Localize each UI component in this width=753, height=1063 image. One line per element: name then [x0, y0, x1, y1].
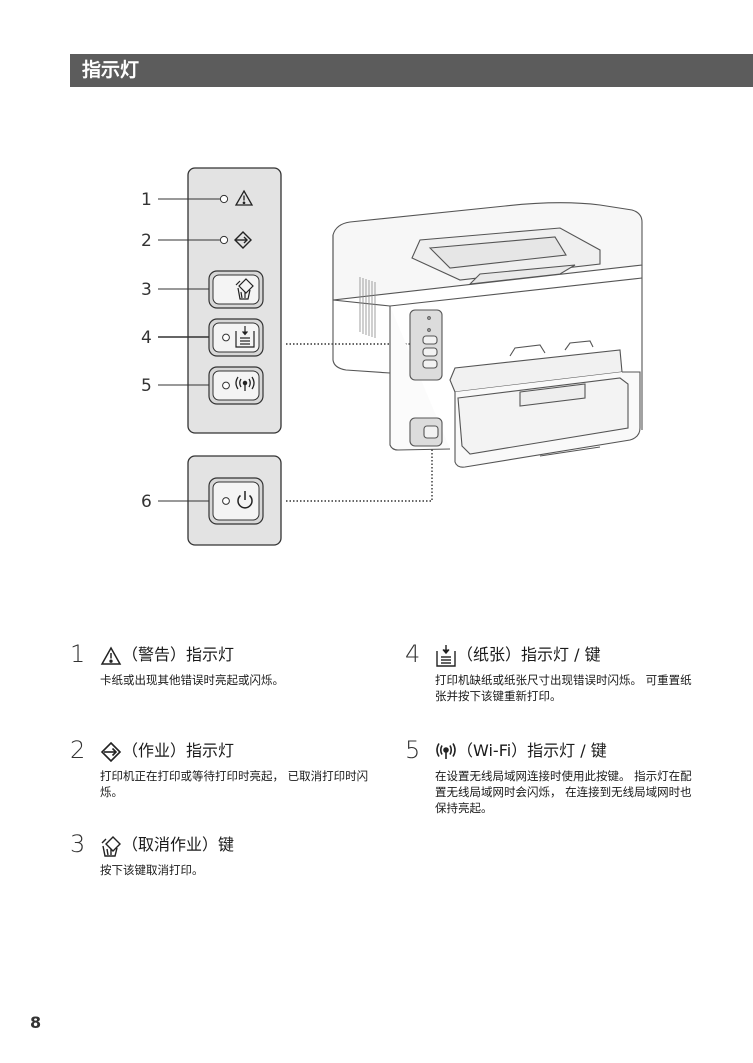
paper-led: [222, 333, 230, 342]
item-1: 1 （警告）指示灯 卡纸或出现其他错误时亮起或闪烁。: [70, 640, 370, 687]
warning-icon: [234, 189, 254, 206]
wifi-led: [222, 381, 230, 390]
paper-icon: [436, 645, 456, 667]
callout-3: 3: [141, 280, 152, 300]
callout-1: 1: [141, 190, 152, 210]
wifi-icon: [436, 743, 456, 759]
item-number: 2: [70, 736, 86, 764]
printer-illustration: [332, 202, 643, 468]
cancel-job-icon: [235, 278, 254, 300]
job-icon: [100, 741, 122, 763]
callout-6: 6: [141, 492, 152, 512]
job-led: [219, 235, 229, 245]
item-title: （作业）指示灯: [122, 741, 235, 760]
section-title: 指示灯: [82, 59, 140, 81]
item-description: 打印机正在打印或等待打印时亮起， 已取消打印时闪烁。: [100, 769, 369, 799]
item-description: 在设置无线局域网连接时使用此按键。 指示灯在配置无线局域网时会闪烁， 在连接到无…: [435, 769, 692, 815]
item-description: 卡纸或出现其他错误时亮起或闪烁。: [100, 673, 284, 687]
item-3: 3 （取消作业）键 按下该键取消打印。: [70, 830, 370, 877]
item-number: 5: [405, 736, 421, 764]
power-led: [222, 497, 230, 505]
job-icon: [234, 231, 252, 249]
wifi-icon: [235, 376, 255, 391]
paper-icon: [235, 326, 255, 348]
item-description: 按下该键取消打印。: [100, 863, 204, 877]
item-4: 4 （纸张）指示灯 / 键 打印机缺纸或纸张尺寸出现错误时闪烁。 可重置纸张并按…: [405, 640, 705, 703]
item-title: （纸张）指示灯 / 键: [457, 645, 601, 664]
warning-icon: [100, 646, 122, 665]
item-title: （Wi-Fi）指示灯 / 键: [457, 741, 607, 760]
callout-5: 5: [141, 376, 152, 396]
page-number: 8: [30, 1013, 42, 1032]
item-title: （取消作业）键: [122, 835, 235, 854]
callout-2: 2: [141, 231, 152, 251]
callout-4: 4: [141, 328, 152, 348]
item-number: 3: [70, 830, 86, 858]
item-number: 4: [405, 640, 421, 668]
item-description: 打印机缺纸或纸张尺寸出现错误时闪烁。 可重置纸张并按下该键重新打印。: [435, 673, 692, 703]
item-title: （警告）指示灯: [122, 645, 235, 664]
warning-led: [219, 194, 229, 204]
item-number: 1: [70, 640, 86, 668]
section-header-bar: 指示灯: [70, 54, 753, 87]
cancel-job-icon: [101, 836, 121, 857]
printer-control-panel-illustration: 1 2 3 4 5 6: [141, 167, 643, 546]
power-icon: [237, 491, 253, 509]
item-5: 5 （Wi-Fi）指示灯 / 键 在设置无线局域网连接时使用此按键。 指示灯在配…: [405, 736, 705, 815]
item-2: 2 （作业）指示灯 打印机正在打印或等待打印时亮起， 已取消打印时闪烁。: [70, 736, 370, 799]
